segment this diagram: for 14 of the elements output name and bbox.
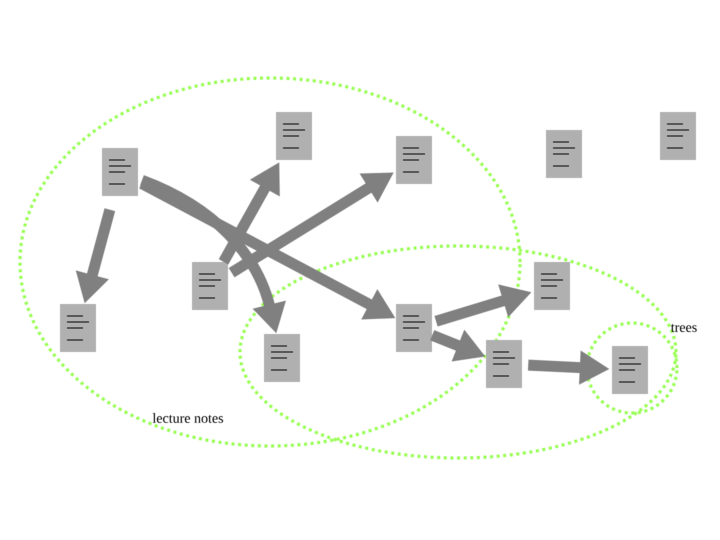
document-icon <box>102 148 138 196</box>
document-icon <box>396 304 432 352</box>
document-icon <box>546 130 582 178</box>
document-icon <box>60 304 96 352</box>
document-icon <box>534 262 570 310</box>
document-icon <box>396 136 432 184</box>
group-label: lecture notes <box>152 413 224 423</box>
group-label: trees <box>670 324 697 332</box>
document-icon <box>660 112 696 160</box>
document-icon <box>264 334 300 382</box>
document-icon <box>276 112 312 160</box>
document-icon <box>192 262 228 310</box>
document-icon <box>486 340 522 388</box>
document-icon <box>612 346 648 394</box>
